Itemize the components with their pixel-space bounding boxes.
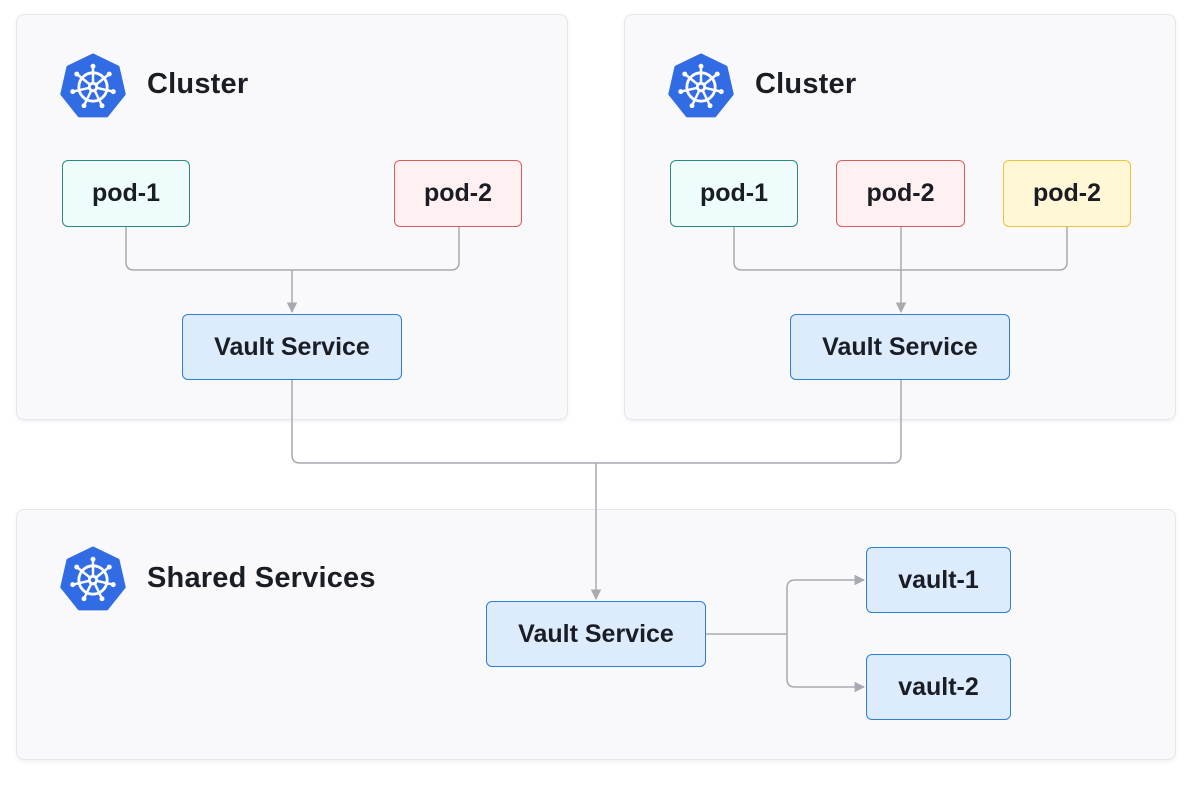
kubernetes-icon — [668, 53, 734, 118]
pod-node-right-3[interactable]: pod-2 — [1003, 160, 1131, 227]
vault-node-1[interactable]: vault-1 — [866, 547, 1011, 613]
connector-to-vault-2 — [786, 634, 866, 693]
pod-node-right-2[interactable]: pod-2 — [836, 160, 965, 227]
vault-node-2[interactable]: vault-2 — [866, 654, 1011, 720]
connector-services-join — [291, 380, 902, 464]
pod-node-left-2[interactable]: pod-2 — [394, 160, 522, 227]
shared-services-title: Shared Services — [147, 562, 376, 594]
cluster-title-left: Cluster — [147, 68, 249, 100]
kubernetes-icon — [60, 53, 126, 118]
pod-node-left-1[interactable]: pod-1 — [62, 160, 190, 227]
vault-service-node-right[interactable]: Vault Service — [790, 314, 1010, 380]
vault-service-node-left[interactable]: Vault Service — [182, 314, 402, 380]
pod-node-right-1[interactable]: pod-1 — [670, 160, 798, 227]
vault-service-node-shared[interactable]: Vault Service — [486, 601, 706, 667]
connector-left-pod1 — [125, 227, 460, 271]
kubernetes-icon — [60, 546, 126, 611]
cluster-title-right: Cluster — [755, 68, 857, 100]
connector-to-vault-1 — [786, 574, 866, 634]
